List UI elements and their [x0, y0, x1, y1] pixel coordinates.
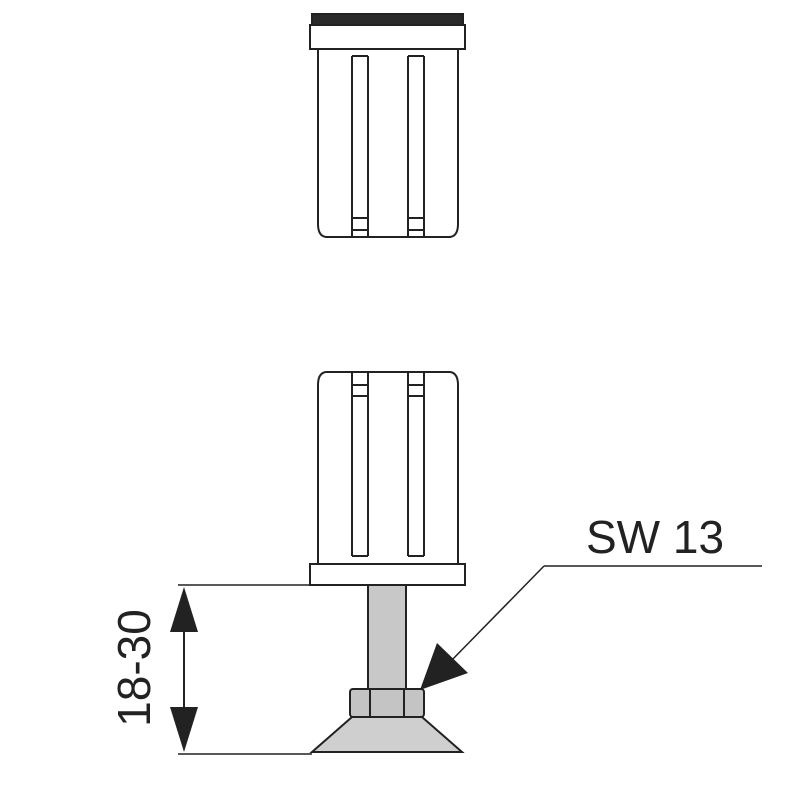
top-cap-rim: [309, 24, 466, 50]
bottom-sleeve-body: [317, 371, 459, 565]
hex-nut: [349, 688, 425, 718]
height-range-label: 18-30: [108, 609, 160, 727]
top-sleeve-body: [317, 48, 459, 238]
top-cap-band: [311, 13, 464, 26]
dimension-arrow-down: [170, 707, 198, 752]
dimension-arrow-up: [170, 587, 198, 632]
top-insert-sleeve: [309, 13, 466, 238]
threaded-stem: [367, 584, 407, 690]
callout-arrowhead: [420, 643, 468, 690]
foot-base: [309, 716, 465, 753]
callout-leader-diagonal: [449, 565, 545, 663]
height-dimension: [170, 584, 466, 755]
wrench-size-label: SW 13: [586, 511, 724, 563]
bottom-flange: [309, 563, 466, 586]
bottom-leveling-foot: [309, 371, 466, 753]
wrench-size-callout: [420, 565, 762, 690]
